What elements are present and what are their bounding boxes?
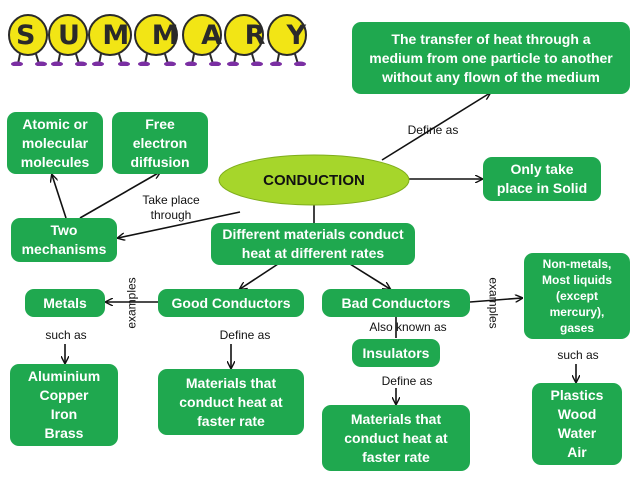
define-as-label-bad: Define as xyxy=(381,374,433,388)
examples-label-left: examples xyxy=(124,277,139,329)
bad-conductors-definition-node: Materials that conduct heat at faster ra… xyxy=(322,405,470,471)
arrow-materials-to-bad xyxy=(349,263,390,289)
definition-node: The transfer of heat through a medium fr… xyxy=(352,22,630,94)
conduction-label: CONDUCTION xyxy=(263,172,365,189)
different-materials-node: Different materials conduct heat at diff… xyxy=(211,223,415,265)
free-electron-node: Free electron diffusion xyxy=(112,112,208,174)
define-as-label-good: Define as xyxy=(219,328,271,342)
arrow-mechanisms-to-atomic xyxy=(52,175,67,219)
two-mechanisms-node: Two mechanisms xyxy=(11,218,117,262)
conduction-node: CONDUCTION xyxy=(218,154,410,206)
also-known-as-label: Also known as xyxy=(369,320,447,334)
good-conductors-node: Good Conductors xyxy=(158,289,304,317)
banner-figure-y xyxy=(267,14,307,66)
arrow-center-to-mechanisms xyxy=(118,211,241,238)
such-as-label-right: such as xyxy=(557,348,599,362)
take-place-through-label: Take place through xyxy=(142,193,200,222)
metals-node: Metals xyxy=(25,289,105,317)
banner-figure-s xyxy=(8,14,48,66)
arrow-materials-to-good xyxy=(240,263,279,289)
such-as-label-left: such as xyxy=(45,328,87,342)
banner-figure-m2 xyxy=(134,14,178,66)
arrow-center-to-definition xyxy=(381,93,490,161)
bad-conductors-node: Bad Conductors xyxy=(322,289,470,317)
examples-label-right: examples xyxy=(486,277,501,329)
banner-figure-a xyxy=(182,14,222,66)
banner-figure-u xyxy=(48,14,88,66)
banner-title: SUMMARY xyxy=(16,20,306,51)
good-conductors-definition-node: Materials that conduct heat at faster ra… xyxy=(158,369,304,435)
atomic-molecules-node: Atomic or molecular molecules xyxy=(7,112,103,174)
banner-figure-m1 xyxy=(88,14,132,66)
nonmetal-list-node: Plastics Wood Water Air xyxy=(532,383,622,465)
arrow-bad-to-nonmetals xyxy=(469,298,522,303)
summary-banner: SUMMARY xyxy=(8,14,307,66)
insulators-node: Insulators xyxy=(352,339,440,367)
nonmetals-node: Non-metals, Most liquids (except mercury… xyxy=(524,253,630,339)
arrow-mechanisms-to-electron xyxy=(79,172,160,219)
only-solid-node: Only take place in Solid xyxy=(483,157,601,201)
metals-list-node: Aluminium Copper Iron Brass xyxy=(10,364,118,446)
define-as-label-top: Define as xyxy=(407,123,459,137)
banner-figure-r xyxy=(224,14,264,66)
